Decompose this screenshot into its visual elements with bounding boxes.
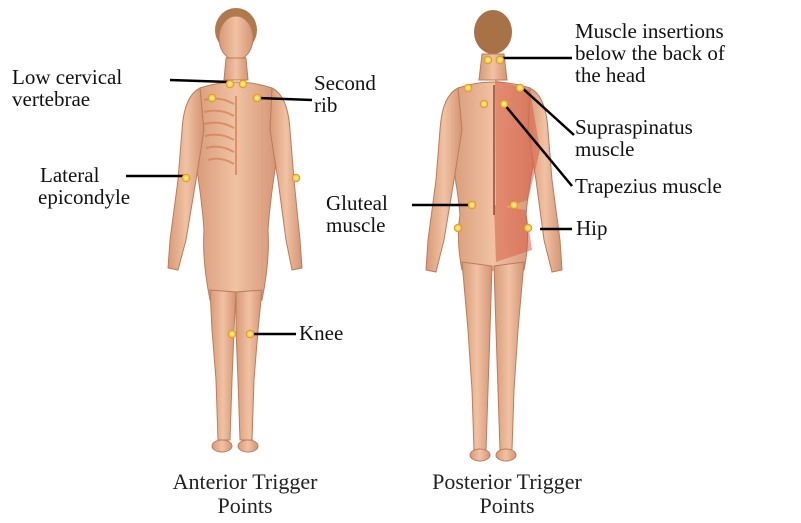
trigger-point	[516, 84, 524, 92]
trigger-point	[228, 330, 236, 338]
label-lateral-epicondyle: Lateral epicondyle	[40, 164, 130, 208]
trigger-point	[292, 174, 300, 182]
trigger-point	[480, 100, 488, 108]
trigger-point	[468, 201, 476, 209]
label-second-rib: Second rib	[314, 72, 376, 116]
trigger-point	[208, 94, 216, 102]
label-trapezius-muscle: Trapezius muscle	[575, 175, 722, 197]
trigger-point	[454, 224, 462, 232]
caption-anterior: Anterior Trigger Points	[130, 470, 360, 518]
trigger-point	[182, 174, 190, 182]
trigger-point	[226, 80, 234, 88]
caption-posterior: Posterior Trigger Points	[392, 470, 622, 518]
label-supraspinatus-muscle: Supraspinatus muscle	[575, 116, 693, 160]
trigger-point	[239, 80, 247, 88]
trigger-point	[510, 201, 518, 209]
label-gluteal-muscle: Gluteal muscle	[326, 192, 388, 236]
trigger-point	[464, 84, 472, 92]
trigger-point	[496, 56, 504, 64]
leader-low-cervical	[170, 80, 230, 82]
posterior-figure	[426, 10, 562, 461]
label-muscle-insertions: Muscle insertions below the back of the …	[575, 20, 725, 86]
trigger-point	[500, 100, 508, 108]
label-knee: Knee	[299, 322, 343, 344]
trigger-point	[253, 94, 261, 102]
label-hip: Hip	[576, 217, 608, 239]
label-low-cervical-vertebrae: Low cervical vertebrae	[12, 66, 122, 110]
trigger-point	[246, 330, 254, 338]
trigger-point	[524, 224, 532, 232]
trigger-point	[484, 56, 492, 64]
anterior-figure	[168, 8, 302, 452]
